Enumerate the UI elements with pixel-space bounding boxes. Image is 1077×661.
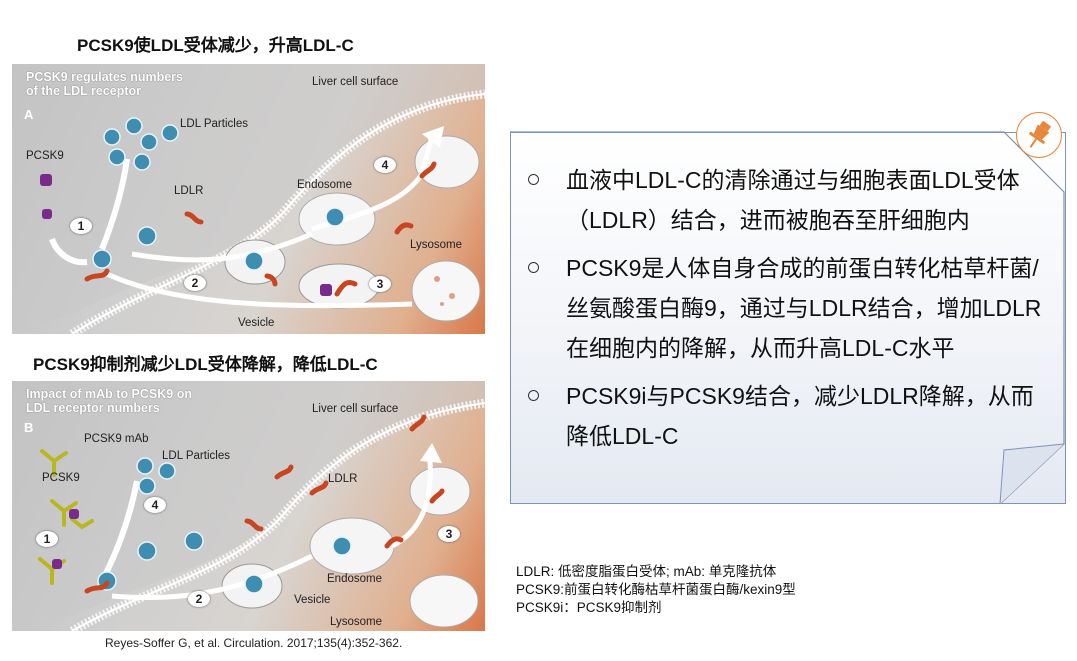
label-liver-cell-surface-b: Liver cell surface: [312, 403, 399, 415]
legend-line: PCSK9i：PCSK9抑制剂: [516, 600, 662, 615]
label-ldl-particles: LDL Particles: [180, 118, 248, 130]
label-pcsk9-mab: PCSK9 mAb: [84, 433, 149, 445]
panel-a-illustration: [12, 64, 485, 334]
label-vesicle: Vesicle: [238, 317, 275, 329]
pushpin-icon: [1016, 112, 1062, 158]
panel-a-title: PCSK9 regulates numbers of the LDL recep…: [26, 70, 286, 98]
legend-line: PCSK9:前蛋白转化酶枯草杆菌蛋白酶/kexin9型: [516, 582, 796, 597]
label-endosome-b: Endosome: [327, 573, 382, 585]
step-1-marker: 1: [70, 218, 92, 234]
label-liver-cell-surface: Liver cell surface: [312, 76, 399, 88]
label-vesicle-b: Vesicle: [294, 594, 331, 606]
panel-b-illustration: [12, 381, 485, 631]
top-heading: PCSK9使LDL受体减少，升高LDL-C: [77, 36, 354, 55]
bullet-text: PCSK9i与PCSK9结合，减少LDLR降解，从而降低LDL-C: [566, 383, 1034, 449]
note-card-frame: [510, 131, 1065, 504]
circle-bullet-icon: [528, 262, 539, 273]
bullet-item: PCSK9是人体自身合成的前蛋白转化枯草杆菌/丝氨酸蛋白酶9，通过与LDLR结合…: [528, 248, 1048, 368]
legend-line: LDLR: 低密度脂蛋白受体; mAb: 单克隆抗体: [516, 564, 777, 579]
bullet-list: 血液中LDL-C的清除通过与细胞表面LDL受体（LDLR）结合，进而被胞吞至肝细…: [528, 160, 1048, 464]
step-2-marker-b: 2: [188, 591, 210, 607]
citation: Reyes-Soffer G, et al. Circulation. 2017…: [105, 636, 403, 650]
panel-a-title-line1: PCSK9 regulates numbers: [26, 70, 183, 84]
label-ldlr: LDLR: [174, 185, 204, 197]
step-4-marker-b: 4: [144, 497, 166, 513]
step-4-marker: 4: [374, 157, 396, 173]
bullet-item: 血液中LDL-C的清除通过与细胞表面LDL受体（LDLR）结合，进而被胞吞至肝细…: [528, 160, 1048, 240]
bullet-item: PCSK9i与PCSK9结合，减少LDLR降解，从而降低LDL-C: [528, 376, 1048, 456]
note-card: 血液中LDL-C的清除通过与细胞表面LDL受体（LDLR）结合，进而被胞吞至肝细…: [510, 112, 1066, 504]
panel-a-title-line2: of the LDL receptor: [26, 84, 142, 98]
label-endosome: Endosome: [297, 179, 352, 191]
abbreviation-legend: LDLR: 低密度脂蛋白受体; mAb: 单克隆抗体 PCSK9:前蛋白转化酶枯…: [516, 563, 796, 617]
circle-bullet-icon: [528, 390, 539, 401]
step-3-marker: 3: [369, 276, 391, 292]
figure-panel-b: Impact of mAb to PCSK9 on LDL receptor n…: [12, 381, 485, 631]
label-ldl-particles-b: LDL Particles: [162, 450, 230, 462]
panel-b-title-line1: Impact of mAb to PCSK9 on: [26, 387, 192, 401]
panel-b-title: Impact of mAb to PCSK9 on LDL receptor n…: [26, 387, 286, 415]
bottom-heading: PCSK9抑制剂减少LDL受体降解，降低LDL-C: [33, 355, 378, 374]
pushpin-icon-glyph: [1029, 121, 1051, 148]
label-lysosome: Lysosome: [410, 239, 462, 251]
label-pcsk9-b: PCSK9: [42, 472, 80, 484]
label-ldlr-b: LDLR: [328, 473, 358, 485]
step-3-marker-b: 3: [438, 526, 460, 542]
label-lysosome-b: Lysosome: [330, 616, 382, 628]
figure-panel-a: PCSK9 regulates numbers of the LDL recep…: [12, 64, 485, 334]
panel-a-letter: A: [24, 107, 34, 122]
label-pcsk9: PCSK9: [26, 150, 64, 162]
circle-bullet-icon: [528, 174, 539, 185]
bullet-text: PCSK9是人体自身合成的前蛋白转化枯草杆菌/丝氨酸蛋白酶9，通过与LDLR结合…: [566, 255, 1042, 361]
panel-b-letter: B: [24, 420, 34, 435]
step-1-marker-b: 1: [36, 531, 58, 547]
step-2-marker: 2: [184, 275, 206, 291]
bullet-text: 血液中LDL-C的清除通过与细胞表面LDL受体（LDLR）结合，进而被胞吞至肝细…: [566, 167, 1020, 233]
panel-b-title-line2: LDL receptor numbers: [26, 401, 160, 415]
